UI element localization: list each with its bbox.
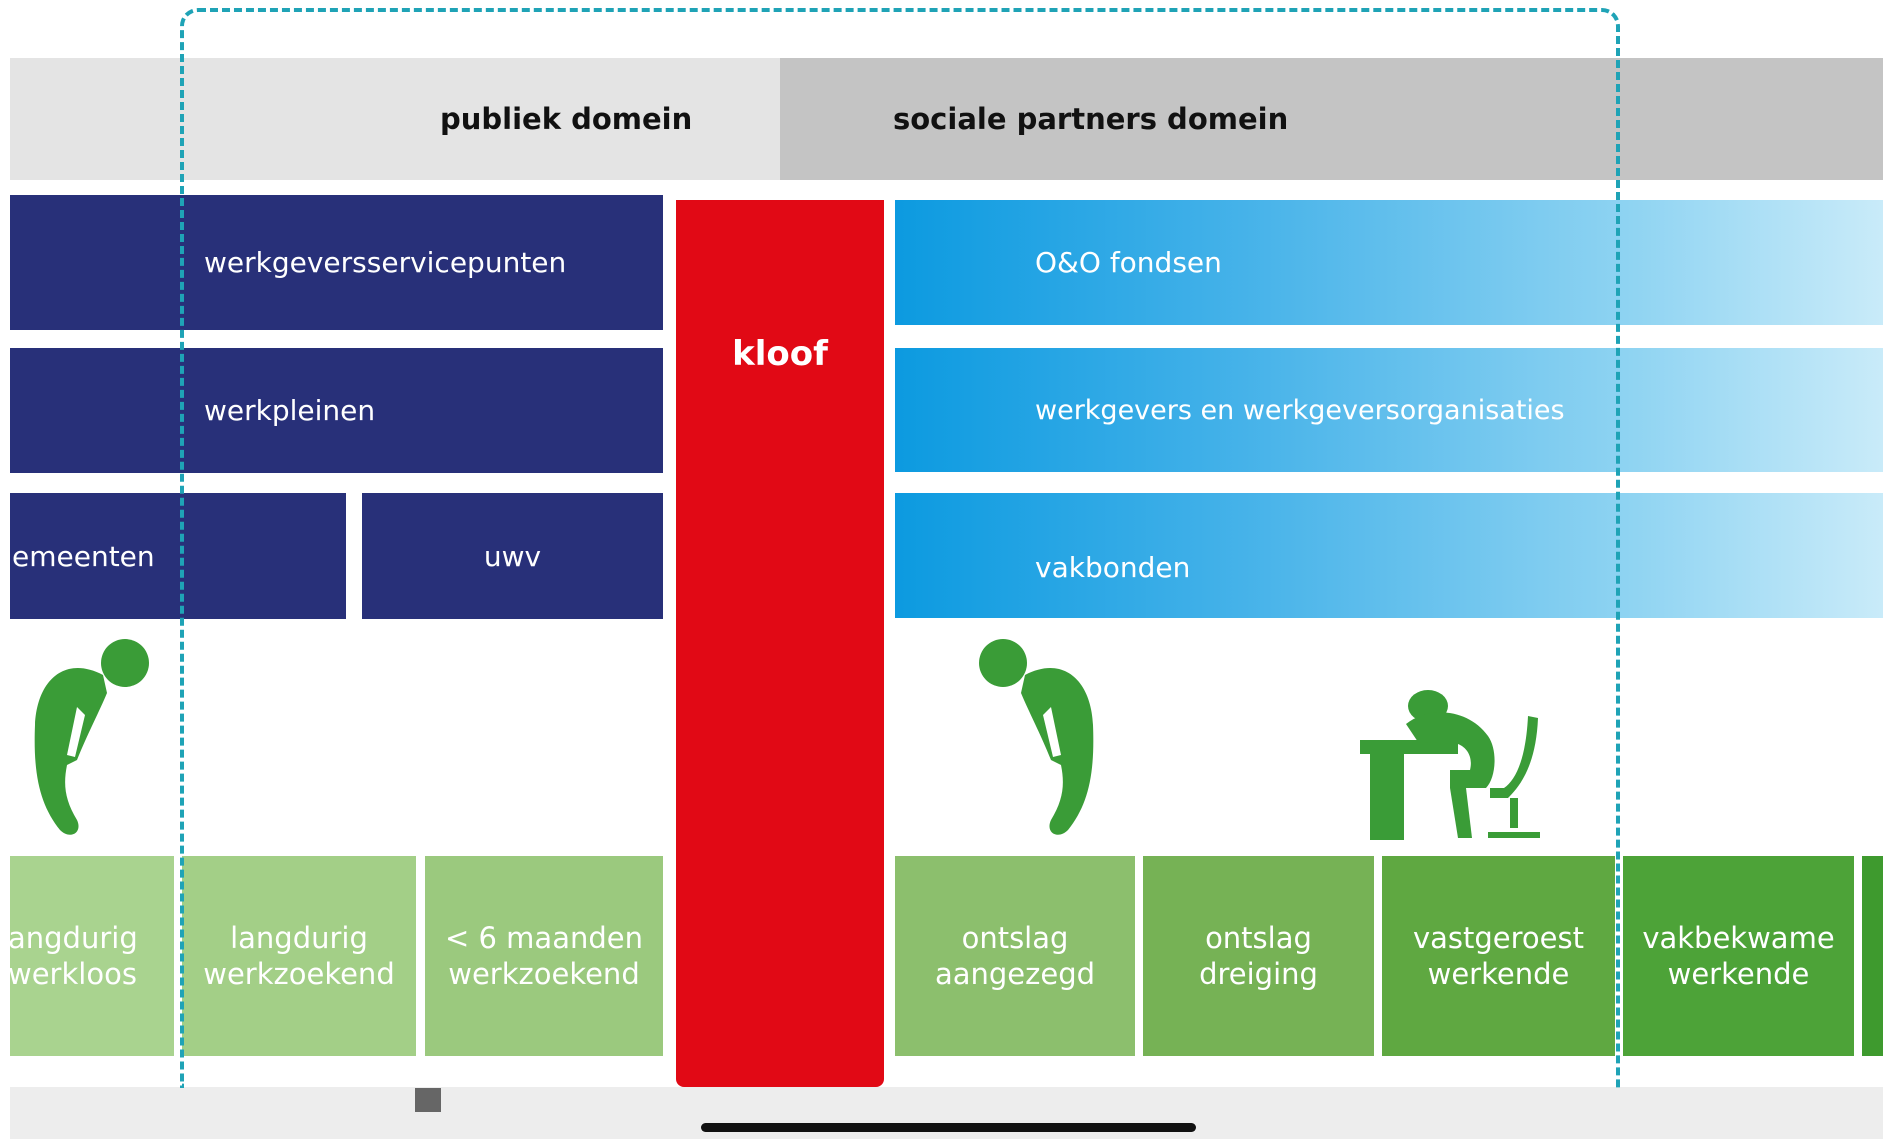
category-line1: angdurig <box>8 920 138 955</box>
block-vakbonden: vakbonden <box>895 493 1883 618</box>
block-gemeenten: emeenten <box>10 493 346 619</box>
header-partners-domain: sociale partners domein <box>893 102 1289 136</box>
scroll-marker[interactable] <box>415 1088 441 1112</box>
block-label: O&O fondsen <box>1035 246 1222 279</box>
category-box-partial <box>1862 856 1883 1056</box>
category-line1: ontslag <box>1205 920 1312 955</box>
category-line2: werkende <box>1667 957 1810 991</box>
category-line2: werkzoekend <box>203 957 395 991</box>
block-oo-fondsen: O&O fondsen <box>895 200 1883 325</box>
hunched-person-icon <box>34 639 149 835</box>
block-werkgeversservicepunten: werkgeversservicepunten <box>10 195 663 330</box>
header-public-domain: publiek domein <box>440 102 693 136</box>
block-label: uwv <box>483 539 542 573</box>
header-band-public <box>10 58 780 180</box>
block-werkpleinen: werkpleinen <box>10 348 663 473</box>
category-line1: langdurig <box>230 920 368 955</box>
block-label: werkgeversservicepunten <box>204 246 567 279</box>
hunched-person-icon <box>979 639 1094 835</box>
person-at-desk-icon <box>1360 690 1540 840</box>
category-line1: < 6 maanden <box>445 920 643 955</box>
header-band-partners <box>780 58 1883 180</box>
block-label: vakbonden <box>1035 551 1191 584</box>
category-line2: aangezegd <box>934 957 1096 991</box>
category-line2: werkzoekend <box>448 957 640 991</box>
category-line2: werkende <box>1427 957 1570 991</box>
category-line1: vastgeroest <box>1412 920 1584 955</box>
dashed-selection-outline <box>180 8 1620 1088</box>
block-label: werkpleinen <box>204 394 376 427</box>
block-label: emeenten <box>12 539 155 573</box>
block-werkgevers: werkgevers en werkgeversorganisaties <box>895 348 1883 472</box>
kloof-gap-bar: kloof <box>676 200 884 1087</box>
block-label: werkgevers en werkgeversorganisaties <box>1035 394 1565 426</box>
kloof-label: kloof <box>732 334 828 374</box>
category-line2: werkloos <box>8 957 137 991</box>
block-uwv: uwv <box>362 493 663 619</box>
home-indicator[interactable] <box>701 1123 1196 1132</box>
category-line1: vakbekwame <box>1642 920 1835 955</box>
category-line2: dreiging <box>1199 957 1318 991</box>
category-line1: ontslag <box>961 920 1069 955</box>
